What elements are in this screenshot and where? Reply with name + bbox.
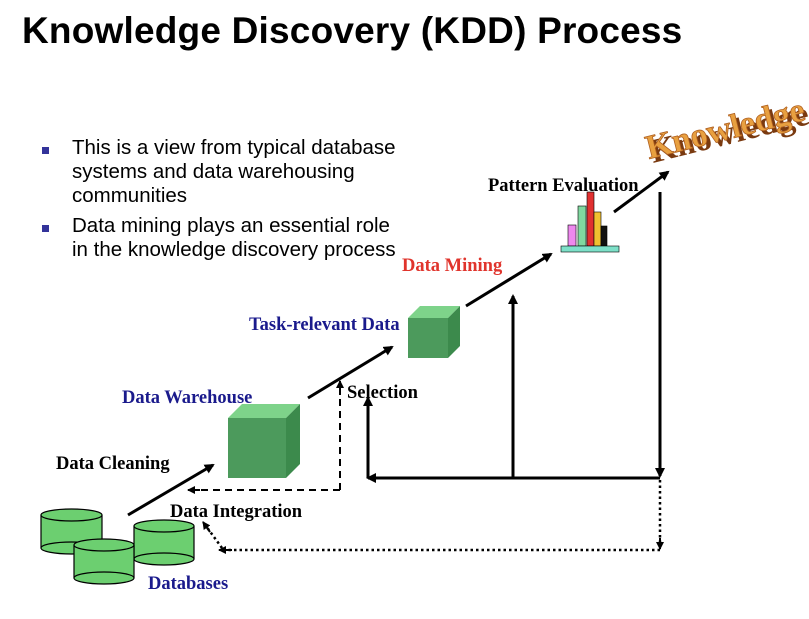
bullet-list: This is a view from typical database sys… <box>40 136 400 268</box>
bullet-item: Data mining plays an essential role in t… <box>40 214 400 262</box>
database-cylinder-icon <box>133 519 195 566</box>
slide-title: Knowledge Discovery (KDD) Process <box>22 10 683 51</box>
bar-chart-icon <box>560 191 620 253</box>
bullet-item: This is a view from typical database sys… <box>40 136 400 208</box>
data-cleaning-label: Data Cleaning <box>56 454 170 474</box>
data-integration-label: Data Integration <box>170 502 303 522</box>
task-relevant-data-label: Task-relevant Data <box>249 315 400 335</box>
knowledge-wordart: Knowledge Knowledge <box>642 91 809 171</box>
task-relevant-data-cube-icon <box>408 306 460 358</box>
data-warehouse-cube-icon <box>228 404 300 478</box>
evaluation-arrow <box>613 170 670 214</box>
selection-label: Selection <box>347 383 419 403</box>
process-arrows <box>127 170 670 517</box>
selection-arrow <box>307 345 394 400</box>
knowledge-wordart-text: Knowledge <box>642 92 809 167</box>
data-warehouse-label: Data Warehouse <box>122 388 252 408</box>
database-cylinder-icon <box>73 538 135 585</box>
bullet-marker-icon <box>42 225 49 232</box>
bullet-text: Data mining plays an essential role in t… <box>72 214 396 261</box>
feedback-loop <box>366 192 662 480</box>
databases-label: Databases <box>148 574 228 594</box>
integration-dashed-path <box>194 384 341 491</box>
cleaning-arrow <box>127 463 215 517</box>
mining-arrow <box>465 252 553 308</box>
data-mining-label: Data Mining <box>402 256 503 276</box>
bullet-text: This is a view from typical database sys… <box>72 136 396 207</box>
pattern-evaluation-label: Pattern Evaluation <box>488 176 639 196</box>
bullet-marker-icon <box>42 147 49 154</box>
dotted-database-arrow <box>202 521 211 533</box>
